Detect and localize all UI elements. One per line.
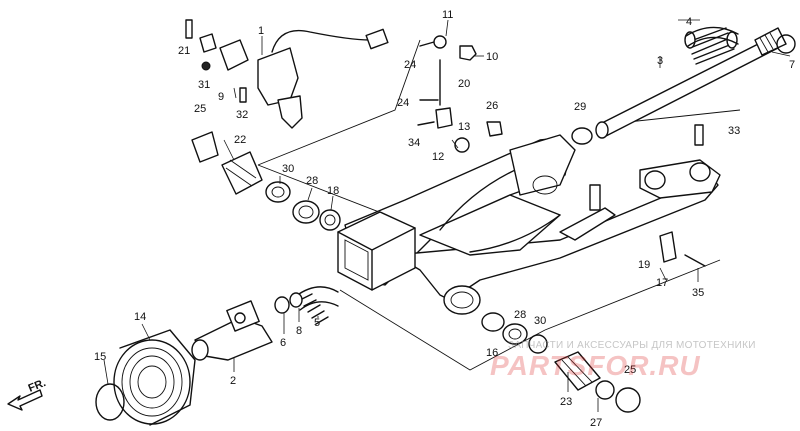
- part-number-25-left: 25: [194, 103, 206, 115]
- washer-8: [289, 292, 303, 308]
- part-numbers: 1 2 3 4 5 6 7 8 9 10 11 12 13 14 15 16 1…: [94, 9, 795, 429]
- part-number-33: 33: [728, 125, 740, 137]
- part-number-8: 8: [296, 325, 302, 337]
- cap-25: [615, 387, 641, 413]
- part-number-26: 26: [486, 100, 498, 112]
- swing-arm: [337, 134, 721, 315]
- bearing-set-left: [265, 181, 341, 231]
- o-ring-15: [95, 383, 125, 421]
- part-number-14: 14: [134, 311, 146, 323]
- collar-23: [554, 351, 601, 391]
- part-number-5: 5: [314, 317, 320, 329]
- watermark-subtitle: ЗАПЧАСТИ И АКСЕССУАРЫ ДЛЯ МОТОТЕХНИКИ: [508, 340, 756, 351]
- part-number-23: 23: [560, 396, 572, 408]
- bearing-29: [571, 127, 593, 145]
- bearing-set-right: [481, 312, 548, 354]
- part-number-4: 4: [686, 16, 692, 28]
- stopper-bracket: [659, 124, 706, 267]
- part-number-11: 11: [442, 9, 453, 21]
- part-number-29: 29: [574, 101, 586, 113]
- leader-lines: [103, 19, 791, 412]
- front-direction-arrow: [7, 389, 43, 411]
- final-gear-14: [113, 329, 196, 426]
- front-arrow-label: FR.: [27, 377, 48, 395]
- part-number-21: 21: [178, 45, 190, 57]
- part-number-24-lower: 24: [397, 97, 409, 109]
- part-number-18: 18: [327, 185, 339, 197]
- dust-boot-25: [191, 131, 219, 163]
- part-number-22: 22: [234, 134, 246, 146]
- nut-27: [595, 380, 615, 400]
- part-number-2: 2: [230, 375, 236, 387]
- drive-shaft: [595, 27, 787, 139]
- sensor-assembly: [185, 19, 389, 129]
- part-number-31: 31: [198, 79, 210, 91]
- part-number-16: 16: [486, 347, 498, 359]
- part-number-27: 27: [590, 417, 602, 429]
- part-number-7: 7: [789, 59, 795, 71]
- spring-4: [684, 26, 739, 65]
- part-number-1: 1: [258, 25, 264, 37]
- part-number-19: 19: [638, 259, 650, 271]
- part-number-28-right: 28: [514, 309, 526, 321]
- part-number-20: 20: [458, 78, 470, 90]
- universal-joint: [191, 300, 273, 361]
- watermark-logo: PARTSFOR.RU: [490, 350, 701, 381]
- part-number-32: 32: [236, 109, 248, 121]
- hardware-cluster: [417, 35, 503, 153]
- part-number-15: 15: [94, 351, 106, 363]
- part-number-35: 35: [692, 287, 704, 299]
- circlip-7: [776, 34, 796, 54]
- part-number-12: 12: [432, 151, 444, 163]
- part-number-30-left: 30: [282, 163, 294, 175]
- part-number-24-upper: 24: [404, 59, 416, 71]
- part-number-13: 13: [458, 121, 470, 133]
- washer-6: [274, 296, 290, 314]
- part-number-9: 9: [218, 91, 224, 103]
- part-number-25-right: 25: [624, 364, 636, 376]
- part-number-30-right: 30: [534, 315, 546, 327]
- part-number-3: 3: [657, 55, 663, 67]
- part-number-6: 6: [280, 337, 286, 349]
- part-number-34: 34: [408, 137, 420, 149]
- part-number-28-left: 28: [306, 175, 318, 187]
- collar-22: [221, 151, 263, 195]
- part-number-17: 17: [656, 277, 668, 289]
- part-number-10: 10: [486, 51, 498, 63]
